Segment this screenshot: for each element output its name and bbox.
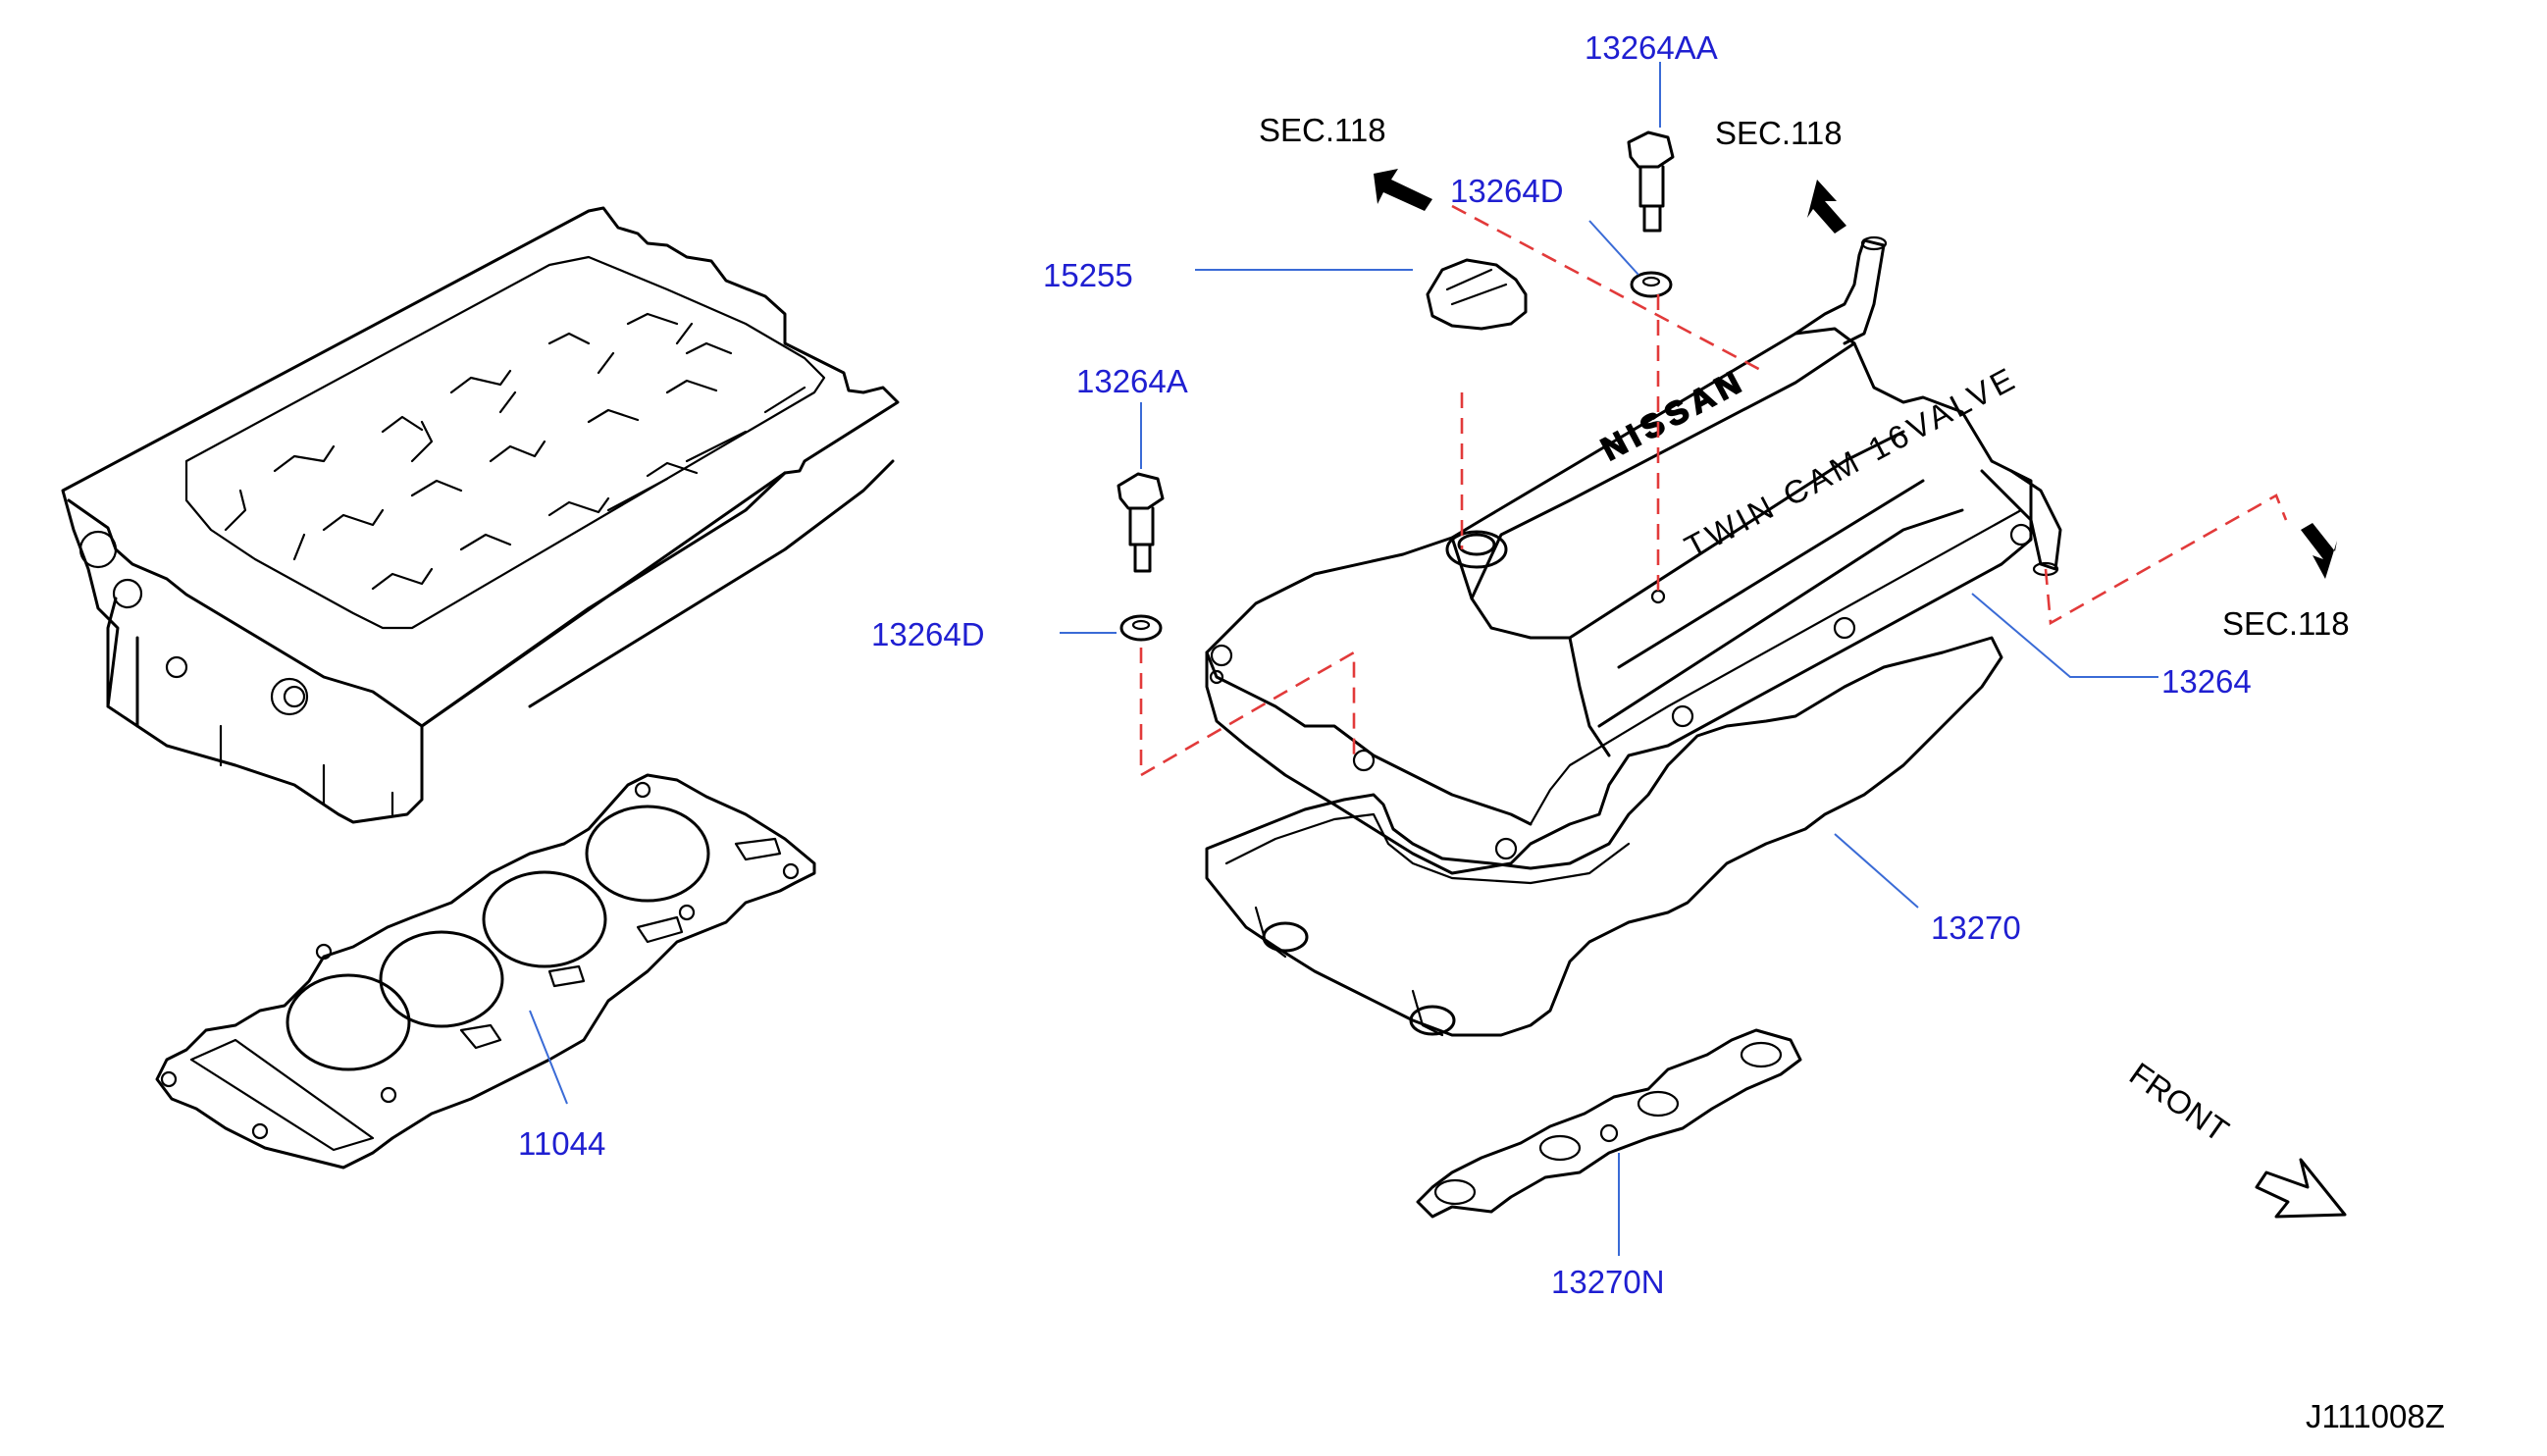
- bolt-13264aa-drawing: [1627, 130, 1675, 233]
- front-arrow-icon: [2255, 1158, 2347, 1219]
- part-label-13264a[interactable]: 13264A: [1076, 363, 1188, 399]
- cylinder-head-drawing: [61, 206, 900, 824]
- sec-ref-top-left[interactable]: SEC.118: [1259, 112, 1386, 148]
- sec-ref-right[interactable]: SEC.118: [2222, 605, 2350, 642]
- diagram-id: J111008Z: [2306, 1398, 2445, 1434]
- part-label-13264[interactable]: 13264: [2161, 663, 2252, 700]
- part-label-13264aa[interactable]: 13264AA: [1585, 29, 1718, 66]
- sec-arrow-right-icon: [2301, 523, 2337, 579]
- head-gasket-drawing: [155, 773, 816, 1170]
- part-label-13264d-top[interactable]: 13264D: [1450, 173, 1564, 209]
- sec-arrow-top-right-icon: [1807, 180, 1846, 234]
- part-label-11044[interactable]: 11044: [518, 1125, 605, 1162]
- part-label-13270[interactable]: 13270: [1931, 910, 2021, 946]
- washer-13264d-left-drawing: [1119, 614, 1163, 642]
- rocker-cover-gasket-drawing: [1205, 636, 2003, 1037]
- sec-arrow-top-left-icon: [1374, 169, 1432, 211]
- part-label-15255[interactable]: 15255: [1043, 257, 1133, 293]
- front-label: FRONT: [2123, 1055, 2235, 1148]
- brand-emboss: NISSAN: [1595, 361, 1751, 467]
- leader-lines: [529, 62, 2158, 1256]
- bolt-13264a-drawing: [1117, 472, 1165, 573]
- section-reference-lines: [1139, 204, 2288, 778]
- washer-13264d-top-drawing: [1630, 271, 1673, 298]
- sec-ref-top-right[interactable]: SEC.118: [1715, 115, 1843, 151]
- rocker-cover-drawing: NISSAN TWIN CAM 16VALVE: [1205, 235, 2062, 875]
- oil-filler-cap-drawing: [1426, 258, 1528, 331]
- part-label-13264d-left[interactable]: 13264D: [871, 616, 985, 652]
- plug-tube-gasket-drawing: [1416, 1028, 1802, 1219]
- part-label-13270n[interactable]: 13270N: [1551, 1264, 1665, 1300]
